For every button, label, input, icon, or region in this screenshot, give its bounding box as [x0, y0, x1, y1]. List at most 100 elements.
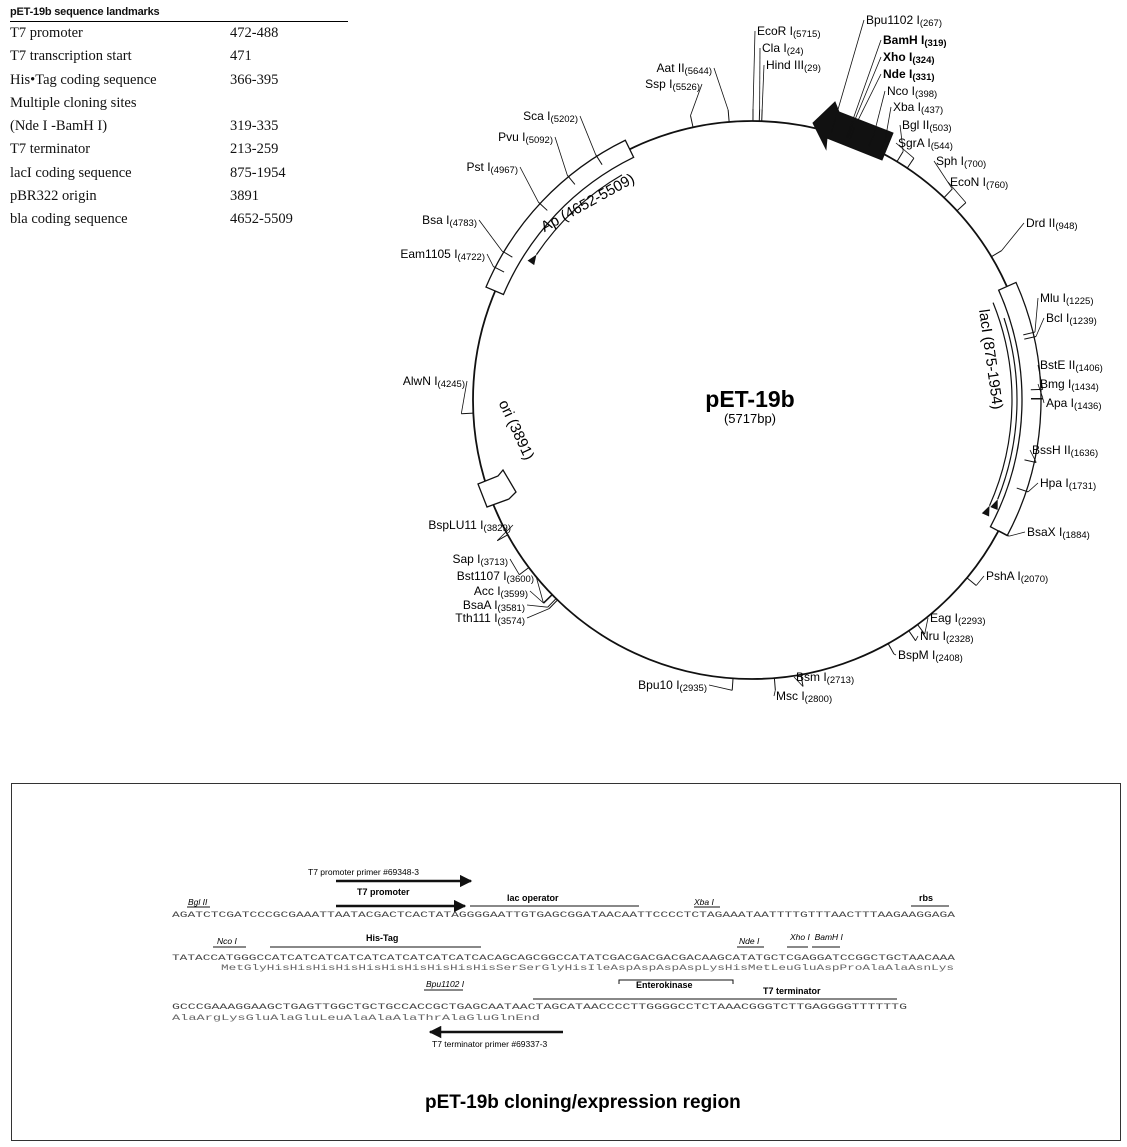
restriction-site-label: Bmg I(1434)	[1040, 377, 1099, 393]
site-tick	[1024, 459, 1037, 463]
restriction-site-label: Bgl II(503)	[902, 118, 952, 134]
site-tick	[849, 127, 855, 140]
site-name: AlwN I	[403, 374, 438, 388]
landmark-name: bla coding sequence	[10, 211, 128, 228]
site-position: (1225)	[1066, 296, 1093, 307]
site-tick	[1016, 487, 1029, 493]
sequence-line-1: AGATCTCGATCCCGCGAAATTAATACGACTCACTATAGGG…	[172, 910, 956, 920]
restriction-site-label: Bsa I(4783)	[422, 213, 477, 229]
site-tick	[896, 151, 904, 162]
site-position: (2293)	[958, 616, 985, 627]
site-position: (2328)	[946, 634, 973, 645]
site-name: SgrA I	[898, 136, 931, 150]
site-name: Nco I	[887, 84, 915, 98]
site-position: (1406)	[1075, 363, 1102, 374]
site-leader	[535, 575, 544, 603]
site-tick	[868, 135, 875, 147]
site-tick	[906, 157, 915, 169]
site-leader	[933, 160, 953, 190]
site-tick	[547, 598, 557, 608]
restriction-site-label: SgrA I(544)	[898, 136, 953, 152]
site-leader	[1037, 364, 1044, 390]
restriction-site-label: PshA I(2070)	[986, 569, 1048, 585]
site-name: Bmg I	[1040, 377, 1071, 391]
site-leader	[579, 115, 597, 155]
site-tick	[1023, 331, 1036, 336]
restriction-site-label: Bcl I(1239)	[1046, 311, 1097, 327]
site-tick	[800, 674, 804, 687]
site-leader	[850, 39, 882, 127]
restriction-site-label: Hpa I(1731)	[1040, 476, 1096, 492]
t7-terminator-primer-label: T7 terminator primer #69337-3	[432, 1039, 548, 1049]
site-name: Acc I	[474, 584, 501, 598]
site-name: Sap I	[453, 552, 481, 566]
site-position: (2935)	[680, 683, 707, 694]
restriction-site-label: Cla I(24)	[762, 41, 804, 57]
site-position: (3599)	[501, 589, 528, 600]
restriction-site-label: Hind III(29)	[766, 58, 821, 74]
site-position: (1239)	[1069, 316, 1096, 327]
site-leader	[893, 653, 897, 656]
site-position: (544)	[931, 141, 953, 152]
site-name: BssH II	[1032, 443, 1071, 457]
site-tick	[548, 599, 558, 609]
landmark-value: 471	[230, 48, 252, 65]
site-name: BsaX I	[1027, 525, 1062, 539]
site-name: Tth111 I	[455, 611, 497, 625]
landmark-name: His•Tag coding sequence	[10, 71, 157, 88]
site-position: (1636)	[1071, 448, 1098, 459]
site-name: Pvu I	[498, 130, 525, 144]
landmark-name: T7 transcription start	[10, 48, 132, 65]
site-leader	[1001, 222, 1025, 251]
landmark-row: T7 transcription start 471	[10, 45, 348, 68]
restriction-site-label: BamH I(319)	[883, 33, 947, 49]
site-layer: EcoR I(5715)Cla I(24)Hind III(29) Bpu1102…	[400, 13, 1102, 705]
site-tick	[493, 266, 505, 273]
enterokinase-bracket	[618, 979, 734, 984]
site-tick	[998, 530, 1010, 537]
site-position: (1884)	[1062, 530, 1089, 541]
site-leader	[708, 684, 733, 691]
site-leader	[915, 635, 919, 641]
plasmid-name: pET-19b	[705, 386, 794, 412]
bgl-ii-label: Bgl II	[188, 897, 208, 907]
site-name: Xho I	[883, 50, 912, 64]
plasmid-map: Ap (4652-5509)lacI (875-1954)ori (3891) …	[400, 13, 1102, 705]
site-name: BspLU11 I	[428, 518, 483, 532]
site-position: (948)	[1055, 221, 1077, 232]
site-position: (4967)	[491, 165, 518, 176]
site-leader	[1035, 317, 1045, 337]
landmark-value: 472-488	[230, 25, 279, 41]
site-leader	[793, 676, 804, 687]
restriction-site-label: Pvu I(5092)	[498, 130, 553, 146]
site-name: Sca I	[523, 109, 550, 123]
site-tick	[518, 567, 530, 576]
site-position: (3829)	[484, 523, 511, 534]
restriction-site-label: Nde I(331)	[883, 67, 935, 83]
site-position: (5644)	[685, 66, 712, 77]
landmark-name: T7 terminator	[10, 141, 91, 158]
site-name: Xba I	[893, 100, 921, 114]
sequence-line-3: GCCCGAAAGGAAGCTGAGTTGGCTGCTGCCACCGCTGAGC…	[172, 1002, 907, 1012]
site-name: Sph I	[936, 154, 964, 168]
restriction-site-label: Nco I(398)	[887, 84, 937, 100]
site-name: Pst I	[467, 160, 491, 174]
site-leader	[713, 67, 729, 111]
site-position: (5526)	[673, 82, 700, 93]
restriction-site-label: Bpu1102 I(267)	[866, 13, 942, 29]
laci-feature-label: lacI (875-1954)	[975, 308, 1006, 410]
site-leader	[1042, 398, 1045, 404]
site-tick	[773, 678, 776, 691]
restriction-site-label: Pst I(4967)	[467, 160, 518, 176]
site-position: (2070)	[1021, 574, 1048, 585]
site-position: (4722)	[458, 252, 485, 263]
restriction-site-label: Bst1107 I(3600)	[457, 569, 534, 585]
site-position: (1434)	[1071, 382, 1098, 393]
site-position: (760)	[986, 180, 1008, 191]
restriction-site-label: EcoR I(5715)	[757, 24, 820, 40]
site-tick	[461, 412, 474, 415]
site-tick	[566, 174, 576, 185]
